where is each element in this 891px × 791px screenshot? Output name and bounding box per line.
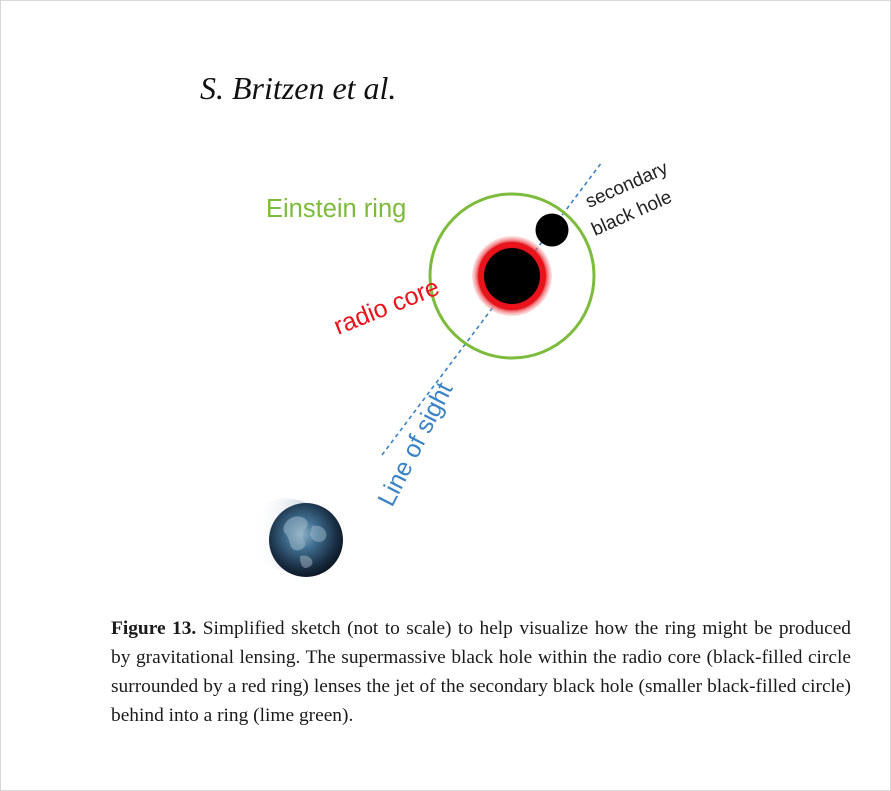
supermassive-black-hole: [484, 248, 540, 304]
figure-label: Figure 13.: [111, 618, 197, 639]
einstein-ring-label: Einstein ring: [266, 195, 406, 223]
figure-caption: Figure 13. Simplified sketch (not to sca…: [111, 614, 851, 730]
lensing-sketch: Einstein ring radio core secondary black…: [248, 158, 676, 577]
figure-caption-text: Simplified sketch (not to scale) to help…: [111, 618, 851, 726]
line-of-sight-label: Line of sight: [372, 378, 458, 511]
secondary-black-hole: [535, 213, 569, 247]
einstein-ring: [428, 192, 596, 360]
running-head: S. Britzen et al.: [200, 70, 397, 106]
radio-core-label: radio core: [330, 273, 444, 341]
earth-globe-icon: [248, 498, 343, 577]
secondary-black-hole-label: secondary black hole: [583, 158, 676, 241]
